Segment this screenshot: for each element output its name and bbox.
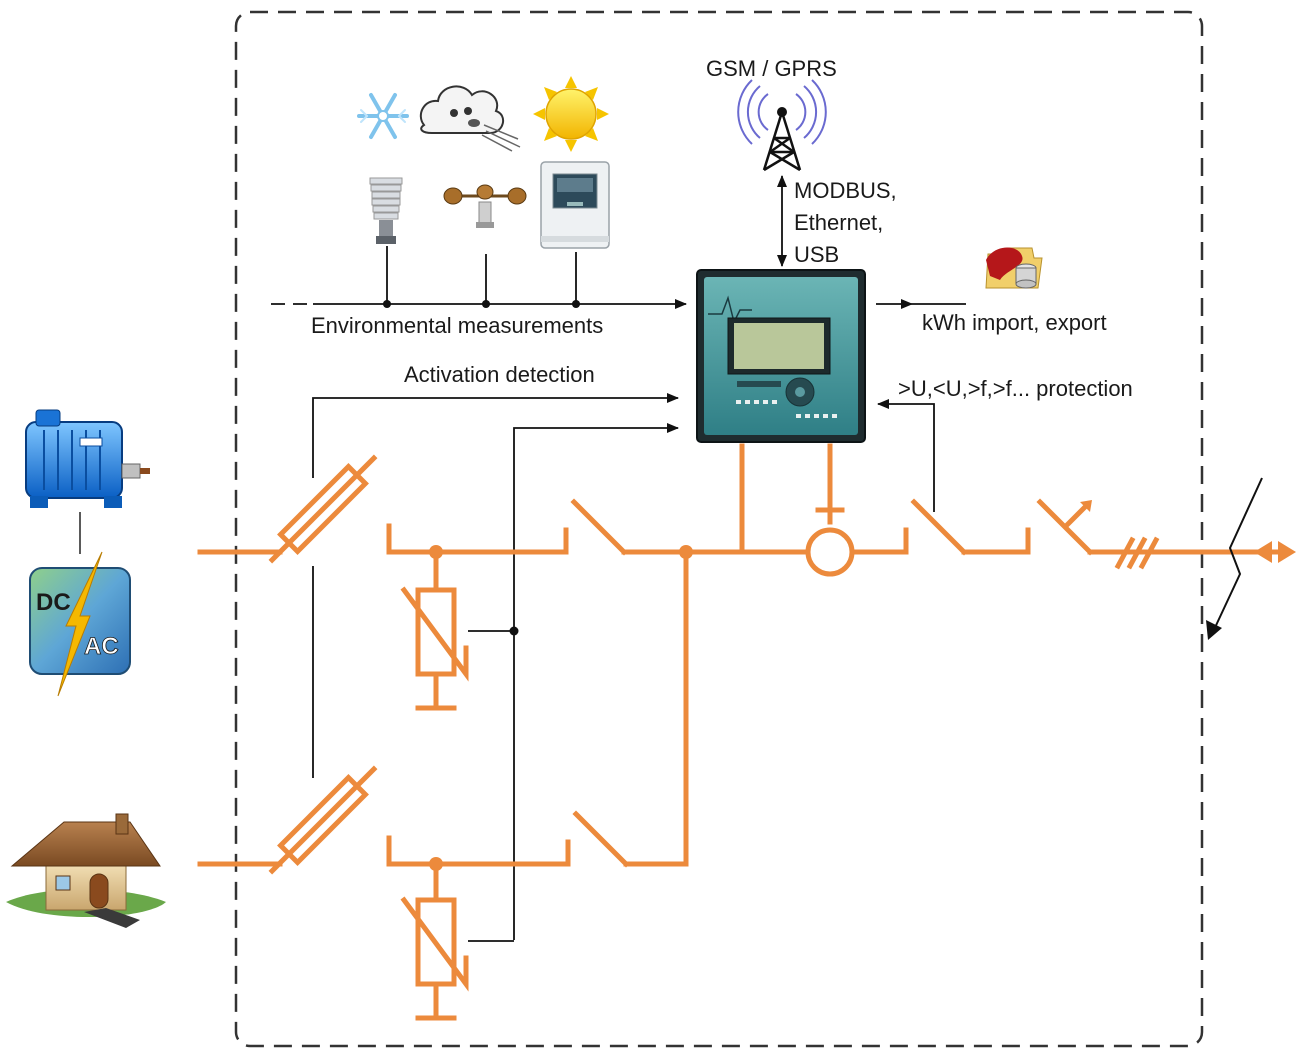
wind-cloud-icon [419,85,521,152]
environmental-label: Environmental measurements [311,313,603,338]
snowflake-icon [357,93,409,139]
house-icon [6,813,166,928]
power-circuit-bottom [197,765,689,1021]
temperature-sensor-icon [369,177,403,244]
activation-signal-1 [312,393,679,478]
gsm-label: GSM / GPRS [706,56,837,81]
surge-signal [513,423,679,940]
power-circuit-top [197,443,1296,867]
dc-ac-inverter-icon: DC AC [29,551,131,697]
protection-label: >U,<U,>f,>f... protection [898,376,1133,401]
usb-label: USB [794,242,839,267]
modbus-label: MODBUS, [794,178,897,203]
grid-feed-line [1211,477,1263,635]
antenna-tower-icon [737,79,827,172]
inverter-dc-text: DC [36,589,71,616]
database-folder-icon [985,247,1043,289]
kwh-label: kWh import, export [922,310,1107,335]
irradiance-sensor-icon [540,161,610,249]
system-boundary [234,10,1204,1048]
power-meter-device [696,269,866,443]
protection-signal [877,399,935,512]
anemometer-icon [443,184,527,228]
activation-label: Activation detection [404,362,595,387]
electric-motor-icon [25,409,150,508]
environmental-bus [271,246,687,309]
sun-icon [533,76,609,152]
inverter-ac-text: AC [84,633,119,660]
ethernet-label: Ethernet, [794,210,883,235]
